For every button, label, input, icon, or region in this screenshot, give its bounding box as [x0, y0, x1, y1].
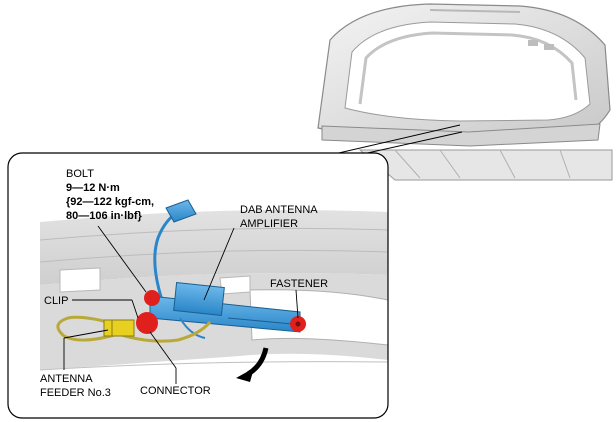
connector-label: CONNECTOR: [140, 385, 211, 397]
antenna-cable-connector: [165, 199, 197, 223]
bolt-marker: [144, 290, 160, 306]
clip: [103, 319, 135, 337]
detail-callout-box: BOLT 9—12 N·m {92—122 kgf-cm, 80—106 in·…: [7, 152, 389, 419]
dab-amplifier-label-line2: AMPLIFIER: [240, 218, 298, 230]
connector-marker: [136, 312, 158, 334]
antenna-feeder-label-line2: FEEDER No.3: [40, 387, 111, 399]
dab-amplifier-label-line1: DAB ANTENNA: [240, 204, 318, 216]
antenna-feeder-wire: [56, 315, 212, 343]
bolt-torque-kgf: {92—122 kgf-cm,: [66, 196, 154, 208]
fastener-label: FASTENER: [270, 278, 328, 290]
clip-label: CLIP: [44, 295, 68, 307]
vehicle-liftgate-overview: [317, 3, 613, 181]
bolt-label: BOLT: [66, 168, 94, 180]
bolt-torque-nm: 9—12 N·m: [66, 182, 120, 194]
bolt-torque-inlbf: 80—106 in·lbf}: [66, 210, 143, 222]
antenna-feeder-label-line1: ANTENNA: [40, 373, 93, 385]
dab-antenna-amplifier: [149, 282, 301, 339]
